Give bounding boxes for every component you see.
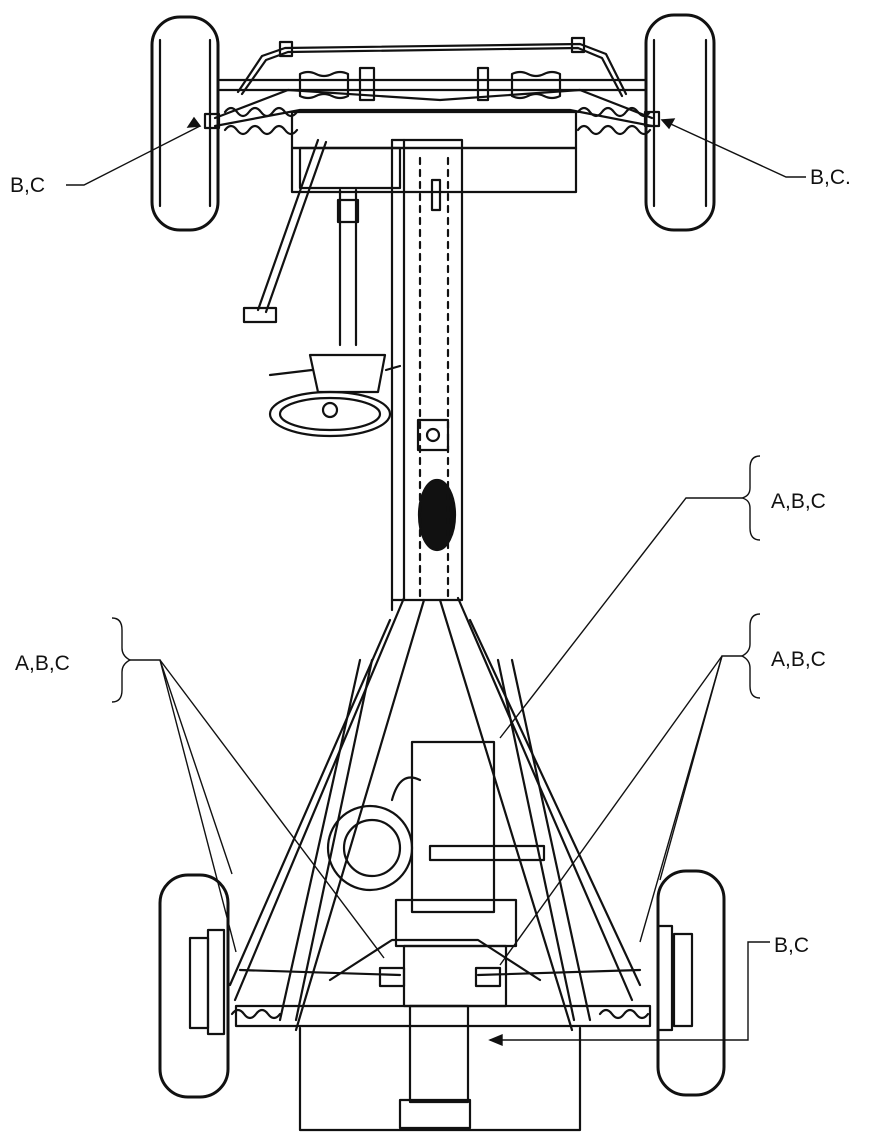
callout-rear-right: A,B,C	[771, 648, 826, 671]
rear-right-wheel	[656, 869, 726, 1097]
front-suspension	[203, 36, 661, 194]
callout-leaders	[66, 116, 806, 1047]
rear-frame	[228, 596, 652, 1132]
callout-front-right: B,C.	[810, 166, 851, 189]
callout-rear-left: A,B,C	[15, 652, 70, 675]
callout-front-left: B,C	[10, 174, 46, 197]
backbone-frame	[390, 138, 464, 612]
callout-center-right: A,B,C	[771, 490, 826, 513]
callout-rear-right-lower: B,C	[774, 934, 810, 957]
steering-assembly	[242, 138, 402, 438]
front-left-wheel	[150, 15, 220, 232]
engine-gearbox	[238, 740, 642, 1104]
rear-springs	[230, 1008, 650, 1020]
rear-left-wheel	[158, 873, 230, 1099]
front-right-wheel	[644, 13, 716, 232]
